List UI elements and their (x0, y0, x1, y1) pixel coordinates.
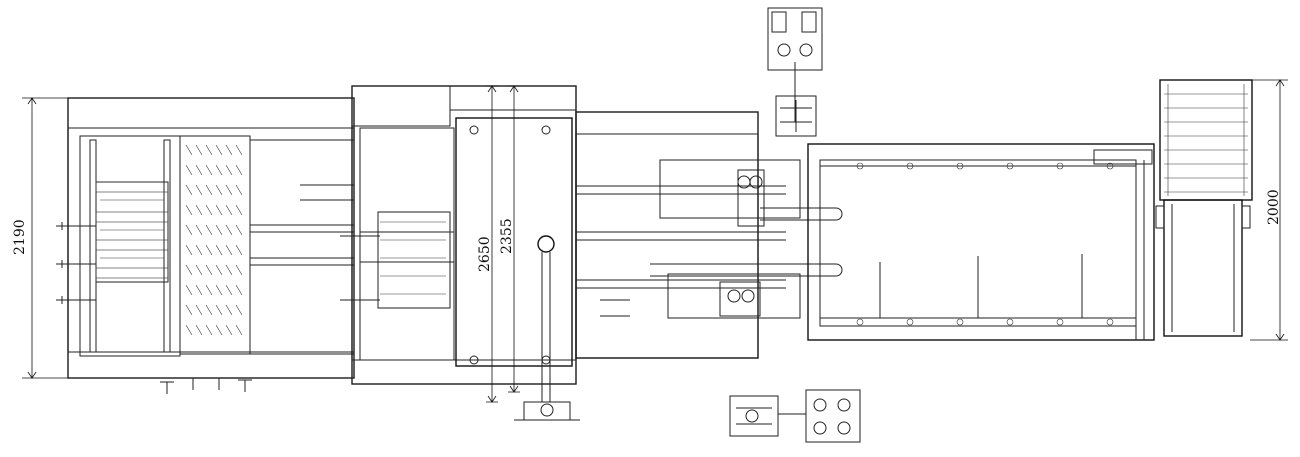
detail-view-top (767, 7, 823, 137)
control-column (514, 235, 580, 421)
perforated-plate-left (95, 181, 169, 283)
feeder-section (56, 97, 355, 394)
folding-section (575, 111, 843, 359)
detail-view-bottom (729, 389, 861, 443)
dimension-2650: 2650 (477, 85, 498, 403)
middle-section (340, 85, 580, 421)
stacker (1155, 79, 1253, 337)
dimension-2000: 2000 (1250, 79, 1288, 341)
dimension-2355: 2355 (499, 85, 520, 393)
perforated-panel-center (179, 135, 251, 355)
dimension-label-2355: 2355 (499, 218, 515, 254)
dimension-label-2000: 2000 (1266, 189, 1282, 225)
dimension-label-2650: 2650 (477, 236, 493, 272)
dimension-2190: 2190 (12, 97, 68, 379)
dimension-label-2190: 2190 (12, 219, 28, 255)
delivery-conveyor (807, 143, 1155, 341)
